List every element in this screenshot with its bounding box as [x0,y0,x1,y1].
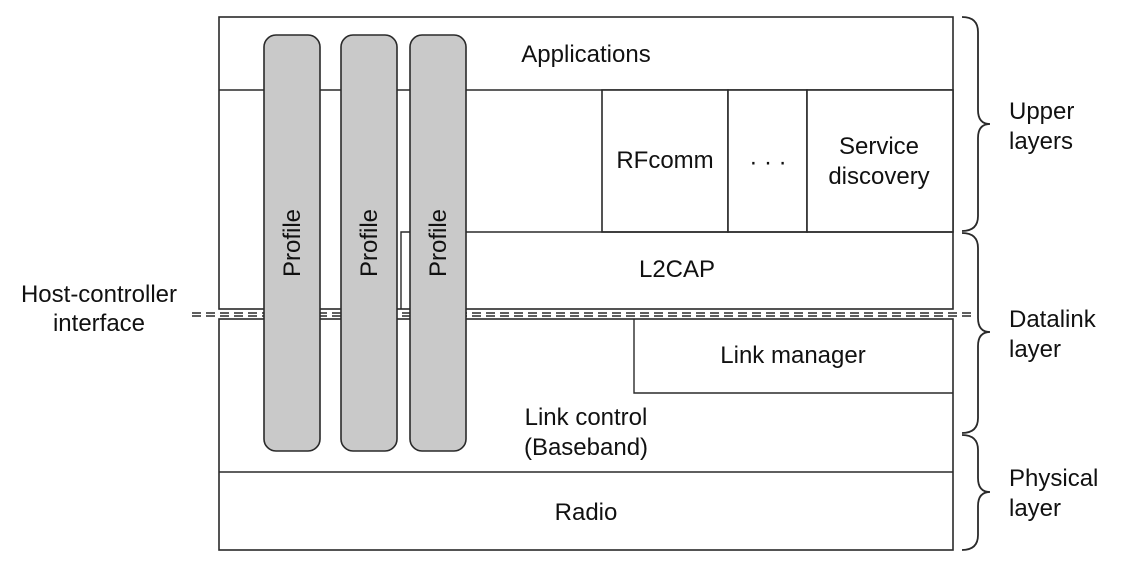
rfcomm-box [601,89,729,233]
link-manager-label: Link manager [720,342,865,369]
host-controller-interface-label-line-2: interface [53,310,145,337]
link-control-label-line-1: Link control [525,404,648,431]
host-controller-interface-label-line-1: Host-controller [21,281,177,308]
profile-label-1: Profile [279,209,306,277]
upper-layers-label-line-1: Upper [1009,98,1074,125]
applications-label: Applications [521,41,650,68]
service-discovery-box [806,89,954,233]
profile-bar-1: Profile [263,34,321,452]
physical-layer-label-line-1: Physical [1009,465,1098,492]
link-control-label-line-2: (Baseband) [524,434,648,461]
l2cap-outline [400,231,953,309]
profile-label-3: Profile [425,209,452,277]
rfcomm-label: RFcomm [616,147,713,174]
profile-bar-3: Profile [409,34,467,452]
upper-layers-brace [961,16,991,232]
profile-bar-2: Profile [340,34,398,452]
radio-label: Radio [555,499,618,526]
upper-layers-label-line-2: layers [1009,128,1073,155]
l2cap-label: L2CAP [639,256,715,283]
datalink-layer-label-line-1: Datalink [1009,306,1097,333]
service-discovery-label-line-2: discovery [828,163,929,190]
datalink-layer-brace [961,232,991,434]
profile-label-2: Profile [356,209,383,277]
ellipsis-label: · · · [749,149,786,176]
datalink-layer-label-line-2: layer [1009,336,1061,363]
physical-layer-label-line-2: layer [1009,495,1061,522]
link-manager-box [633,319,953,394]
physical-layer-brace [961,434,991,551]
service-discovery-label-line-1: Service [839,133,919,160]
